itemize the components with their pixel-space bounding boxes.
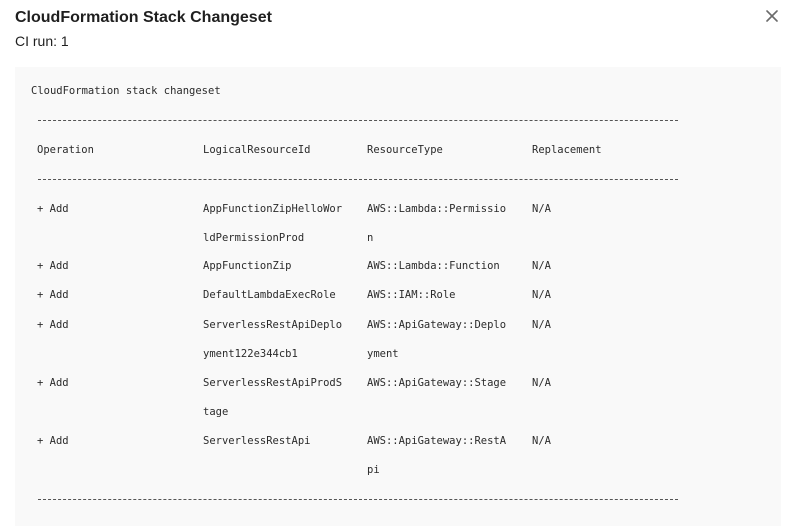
replacement-cell: N/A [532,289,551,301]
logical-id-cell: AppFunctionZip [203,260,292,272]
resource-type-cell: AWS::ApiGateway::Deplo [367,319,507,331]
resource-type-cell-wrap: yment [367,348,399,360]
logical-id-cell: ServerlessRestApi [203,435,311,447]
logical-id-cell-wrap: yment122e344cb1 [203,348,298,360]
replacement-cell: N/A [532,203,551,215]
operation-cell: + Add [37,435,69,447]
operation-cell: + Add [37,203,69,215]
divider-top [38,120,678,121]
operation-cell: + Add [37,289,69,301]
divider-bottom [38,499,678,500]
resource-type-cell-wrap: n [367,232,374,244]
replacement-cell: N/A [532,377,551,389]
changeset-output: CloudFormation stack changeset Operation… [15,67,781,526]
resource-type-cell: AWS::Lambda::Permissio [367,203,507,215]
resource-type-cell: AWS::ApiGateway::Stage [367,377,507,389]
column-header-logical-id: LogicalResourceId [203,144,311,156]
logical-id-cell: DefaultLambdaExecRole [203,289,336,301]
column-header-operation: Operation [37,144,94,156]
close-button[interactable] [762,6,782,26]
column-header-replacement: Replacement [532,144,602,156]
resource-type-cell-wrap: pi [367,464,380,476]
column-header-resource-type: ResourceType [367,144,443,156]
logical-id-cell-wrap: tage [203,406,229,418]
resource-type-cell: AWS::ApiGateway::RestA [367,435,507,447]
logical-id-cell-wrap: ldPermissionProd [203,232,305,244]
replacement-cell: N/A [532,319,551,331]
output-heading: CloudFormation stack changeset [31,85,221,97]
resource-type-cell: AWS::IAM::Role [367,289,456,301]
resource-type-cell: AWS::Lambda::Function [367,260,500,272]
modal-title: CloudFormation Stack Changeset [15,9,272,26]
replacement-cell: N/A [532,260,551,272]
logical-id-cell: AppFunctionZipHelloWor [203,203,343,215]
operation-cell: + Add [37,319,69,331]
operation-cell: + Add [37,260,69,272]
ci-run-label: CI run: 1 [15,33,69,49]
logical-id-cell: ServerlessRestApiProdS [203,377,343,389]
replacement-cell: N/A [532,435,551,447]
close-icon [766,10,778,22]
operation-cell: + Add [37,377,69,389]
divider-header [38,179,678,180]
logical-id-cell: ServerlessRestApiDeplo [203,319,343,331]
